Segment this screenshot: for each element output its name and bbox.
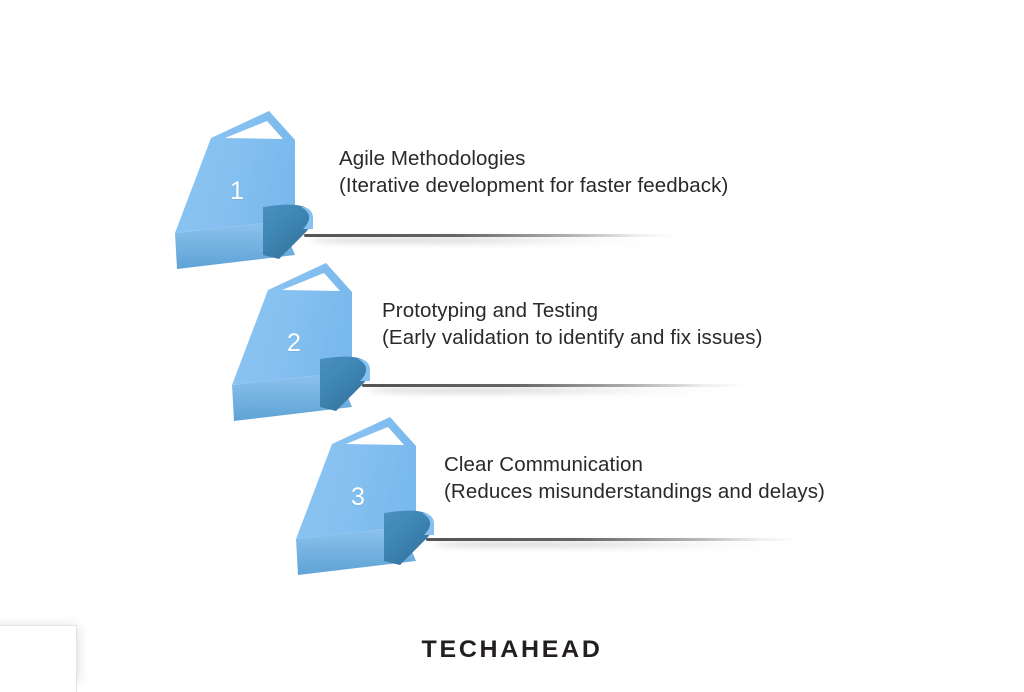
connector-line-2 [362, 381, 744, 395]
connector-line-1 [304, 231, 676, 245]
connector-line-3 [426, 535, 798, 549]
connector-shadow [368, 387, 740, 394]
step-text-1: Agile Methodologies (Iterative developme… [339, 146, 728, 199]
connector-shadow [432, 541, 794, 548]
step-subtitle: (Reduces misunderstandings and delays) [444, 479, 825, 503]
connector-stroke [426, 538, 798, 541]
step-title: Clear Communication [444, 453, 644, 476]
connector-stroke [304, 234, 676, 237]
step-text-2: Prototyping and Testing (Early validatio… [382, 298, 763, 351]
step-subtitle: (Early validation to identify and fix is… [382, 325, 763, 349]
step-marker-3[interactable]: 3 [284, 409, 544, 589]
slide-corner-edge [0, 625, 77, 692]
step-title: Prototyping and Testing [382, 299, 599, 322]
brand-logo: TECHAHEAD [0, 636, 1024, 664]
brand-wordmark: TECHAHEAD [421, 636, 603, 663]
step-title: Agile Methodologies [339, 147, 526, 170]
connector-shadow [310, 237, 672, 244]
step-subtitle: (Iterative development for faster feedba… [339, 173, 729, 197]
step-marker-2[interactable]: 2 [220, 255, 480, 435]
bookmark-icon [296, 417, 434, 575]
bookmark-icon [175, 111, 313, 269]
connector-stroke [362, 384, 744, 387]
bookmark-icon [232, 263, 370, 421]
step-text-3: Clear Communication (Reduces misundersta… [444, 452, 825, 505]
step-marker-1[interactable]: 1 [163, 103, 423, 283]
